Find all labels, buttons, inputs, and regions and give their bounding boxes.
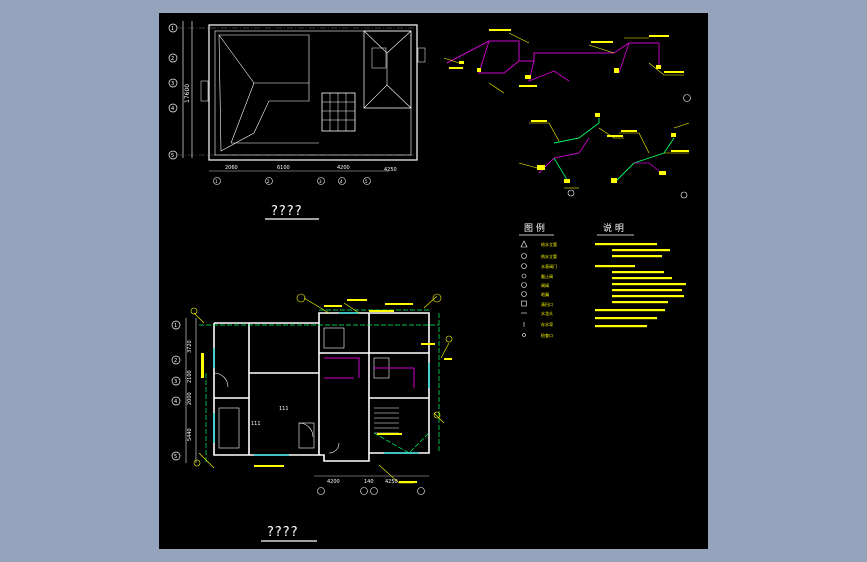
windows — [213, 312, 430, 456]
svg-text:2: 2 — [267, 179, 270, 184]
room-label-2: 111 — [251, 421, 261, 427]
roof-plan-title: ???? — [271, 204, 303, 219]
legend-item-9: 存水弯 — [541, 321, 553, 327]
floor-dim-left-3: 2000 — [187, 392, 193, 405]
svg-text:3: 3 — [174, 379, 177, 385]
floor-dim-left-4: 5440 — [187, 428, 193, 441]
svg-text:4: 4 — [340, 179, 343, 184]
legend-panel: 图 例 说 明 给水立管 热水立管 水表阀门 截止阀 闸阀 地漏 清扫口 水龙头… — [519, 222, 686, 338]
svg-text:2: 2 — [174, 358, 177, 364]
legend-item-10: 检查口 — [541, 332, 553, 338]
legend-item-3: 水表阀门 — [541, 263, 557, 269]
floor-plan-title: ???? — [267, 525, 299, 540]
floor-annotations — [193, 295, 450, 484]
svg-text:1: 1 — [215, 179, 218, 184]
skylight-grid — [321, 92, 356, 132]
svg-text:3: 3 — [319, 179, 322, 184]
floor-walls — [213, 312, 430, 462]
floor-dim-left-1: 3720 — [187, 340, 193, 353]
floor-axis-bottom — [317, 487, 425, 495]
floor-dim-bottom-3: 4250 — [385, 479, 398, 485]
legend-item-4: 截止阀 — [541, 273, 553, 279]
legend-item-8: 水龙头 — [541, 310, 553, 316]
floor-plan: 3720 2100 2000 5440 1 2 3 4 5 — [171, 293, 453, 542]
legend-header-right: 说 明 — [603, 222, 624, 234]
svg-text:4: 4 — [174, 399, 177, 405]
floor-dim-bottom-2: 140 — [364, 479, 374, 485]
svg-text:5: 5 — [365, 179, 368, 184]
floor-axis-left: 1 2 3 4 5 — [171, 320, 181, 461]
roof-dim-3: 4200 — [337, 165, 350, 171]
legend-item-1: 给水立管 — [541, 241, 557, 247]
legend-header-left: 图 例 — [524, 222, 545, 234]
svg-text:2: 2 — [171, 56, 174, 62]
svg-text:4: 4 — [171, 106, 174, 112]
roof-dim-left: 17600 — [184, 84, 191, 103]
legend-item-2: 热水立管 — [541, 253, 557, 259]
floor-annotation-tags — [201, 299, 452, 483]
svg-text:5: 5 — [174, 454, 177, 460]
roof-axis-left: 1 2 3 4 5 — [168, 23, 178, 160]
floor-dim-left-2: 2100 — [187, 370, 193, 383]
cad-canvas: 17600 1 2 3 4 5 — [168, 21, 691, 542]
roof-dim-1: 2060 — [225, 165, 238, 171]
water-lines — [324, 357, 415, 388]
pipe-gridlines — [199, 309, 440, 463]
stair — [374, 407, 399, 434]
room-label-1: 111 — [279, 406, 289, 412]
legend-item-5: 闸阀 — [541, 282, 549, 288]
notes-text-block — [595, 243, 686, 328]
roof-axis-bottom: 1 2 3 4 5 — [213, 177, 371, 185]
water-isometric-diagram — [443, 29, 691, 199]
svg-text:1: 1 — [171, 26, 174, 32]
roof-dim-4: 4250 — [384, 167, 397, 173]
roof-dim-2: 6100 — [277, 165, 290, 171]
legend-item-6: 地漏 — [541, 291, 549, 297]
legend-item-7: 清扫口 — [541, 301, 553, 307]
roof-plan: 17600 1 2 3 4 5 — [168, 21, 426, 220]
svg-text:1: 1 — [174, 323, 177, 329]
svg-text:5: 5 — [171, 153, 174, 159]
drawing-sheet: 17600 1 2 3 4 5 — [159, 13, 708, 549]
legend-symbols — [520, 240, 528, 337]
floor-dim-bottom-1: 4200 — [327, 479, 340, 485]
svg-text:3: 3 — [171, 81, 174, 87]
